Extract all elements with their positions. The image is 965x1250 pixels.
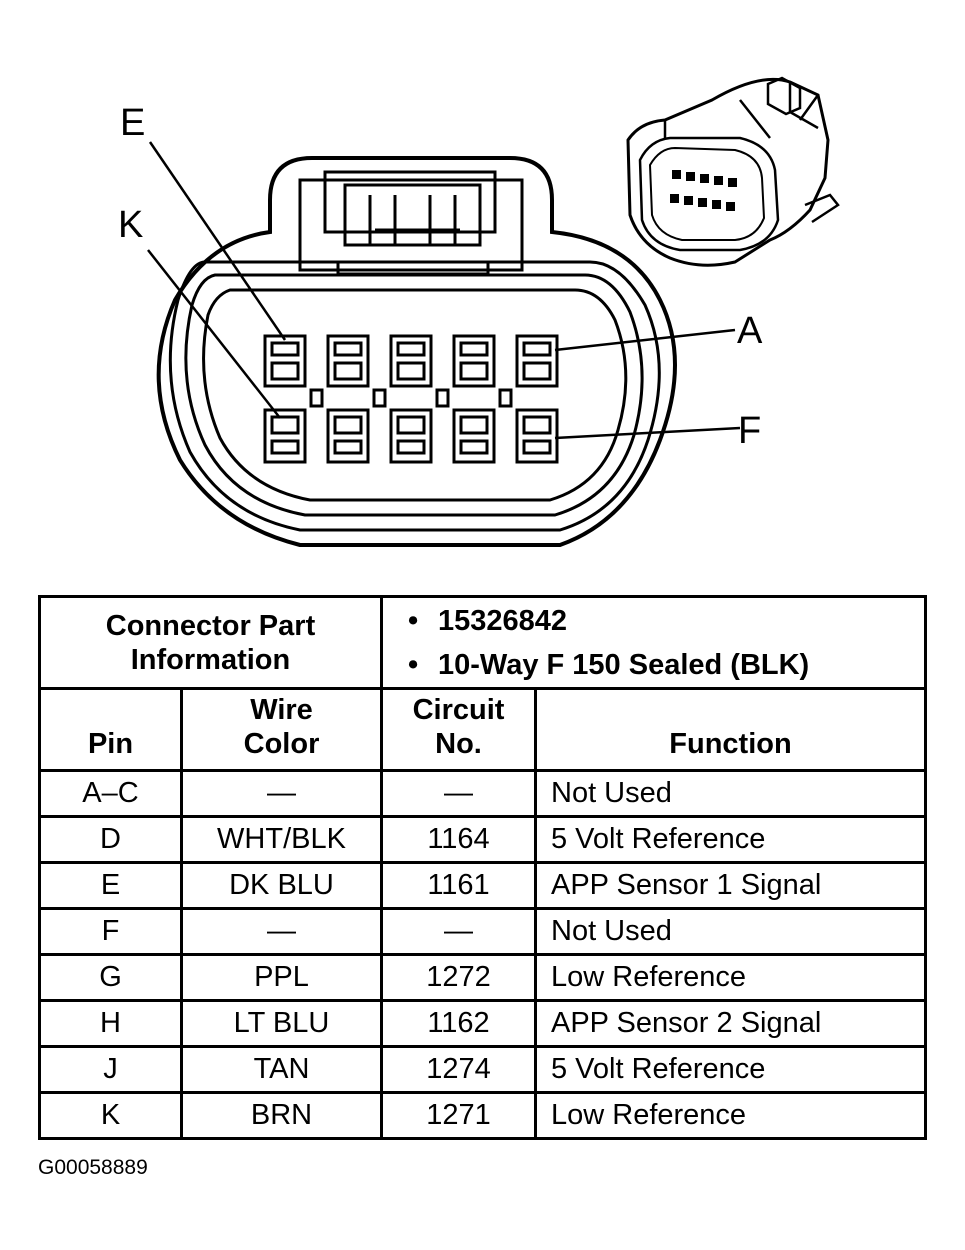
latch-tab (343, 183, 482, 247)
function-cell: APP Sensor 2 Signal (534, 999, 927, 1048)
circuit-cell: 1272 (380, 953, 537, 1002)
pin-cavity (389, 408, 433, 464)
pin-cell: D (38, 815, 183, 864)
callout-k: K (118, 204, 144, 246)
table-row: D WHT/BLK 1164 5 Volt Reference (38, 815, 927, 864)
pin-cavity (515, 334, 559, 388)
pin-cavity (326, 334, 370, 388)
connector-info-table: Connector Part Information 15326842 10-W… (38, 595, 927, 1140)
header-wire-color: Wire Color (180, 687, 383, 772)
circuit-cell: — (380, 907, 537, 956)
table-row: F — — Not Used (38, 907, 927, 956)
callout-e: E (120, 102, 146, 144)
circuit-cell: 1271 (380, 1091, 537, 1140)
wire-color-cell: LT BLU (180, 999, 383, 1048)
figure-id: G00058889 (38, 1156, 148, 1179)
connector-part-info-values: 15326842 10-Way F 150 Sealed (BLK) (380, 595, 927, 690)
circuit-cell: 1274 (380, 1045, 537, 1094)
leader-a (554, 328, 736, 352)
table-row: A–C — — Not Used (38, 769, 927, 818)
pin-cavity (515, 408, 559, 464)
callout-a: A (737, 310, 763, 352)
table-row: K BRN 1271 Low Reference (38, 1091, 927, 1140)
connector-part-info-label: Connector Part Information (38, 595, 383, 690)
wire-color-cell: BRN (180, 1091, 383, 1140)
wire-color-cell: WHT/BLK (180, 815, 383, 864)
table-row: J TAN 1274 5 Volt Reference (38, 1045, 927, 1094)
function-cell: 5 Volt Reference (534, 1045, 927, 1094)
pin-cell: J (38, 1045, 183, 1094)
function-cell: Not Used (534, 769, 927, 818)
latch-frame (298, 178, 524, 272)
pin-row-bottom (263, 408, 559, 464)
leader-k (147, 249, 281, 419)
cavity-keys (309, 388, 513, 408)
table-row: G PPL 1272 Low Reference (38, 953, 927, 1002)
pin-cavity (263, 408, 307, 464)
pin-cavity (452, 334, 496, 388)
function-cell: APP Sensor 1 Signal (534, 861, 927, 910)
table-row: H LT BLU 1162 APP Sensor 2 Signal (38, 999, 927, 1048)
connector-outer-shell (156, 156, 677, 547)
pin-cell: F (38, 907, 183, 956)
circuit-cell: — (380, 769, 537, 818)
connector-description: 10-Way F 150 Sealed (BLK) (408, 643, 924, 687)
leader-f (554, 426, 741, 440)
table-row: E DK BLU 1161 APP Sensor 1 Signal (38, 861, 927, 910)
pin-cell: K (38, 1091, 183, 1140)
pin-cell: G (38, 953, 183, 1002)
function-cell: Low Reference (534, 1091, 927, 1140)
connector-3d-thumbnail (626, 76, 840, 267)
part-number: 15326842 (408, 599, 924, 643)
connector-ring-1 (168, 260, 661, 532)
latch-inner (323, 170, 497, 234)
circuit-cell: 1162 (380, 999, 537, 1048)
connector-diagram (147, 76, 840, 547)
pin-row-top (263, 334, 559, 388)
pin-cavity (389, 334, 433, 388)
pin-cavity (452, 408, 496, 464)
circuit-cell: 1161 (380, 861, 537, 910)
header-circuit-no: Circuit No. (380, 687, 537, 772)
header-function: Function (534, 687, 927, 772)
wire-color-cell: — (180, 907, 383, 956)
circuit-cell: 1164 (380, 815, 537, 864)
pin-cell: E (38, 861, 183, 910)
pin-cell: A–C (38, 769, 183, 818)
wire-color-cell: — (180, 769, 383, 818)
wire-color-cell: TAN (180, 1045, 383, 1094)
wire-color-cell: PPL (180, 953, 383, 1002)
function-cell: Not Used (534, 907, 927, 956)
connector-ring-2 (184, 273, 644, 517)
callout-f: F (738, 410, 762, 452)
pin-cavity (326, 408, 370, 464)
pin-cavity (263, 334, 307, 388)
leader-e (148, 141, 287, 341)
header-pin: Pin (38, 687, 183, 772)
wire-color-cell: DK BLU (180, 861, 383, 910)
latch-base (336, 260, 490, 276)
pin-cell: H (38, 999, 183, 1048)
function-cell: Low Reference (534, 953, 927, 1002)
connector-ring-3 (202, 288, 628, 502)
function-cell: 5 Volt Reference (534, 815, 927, 864)
